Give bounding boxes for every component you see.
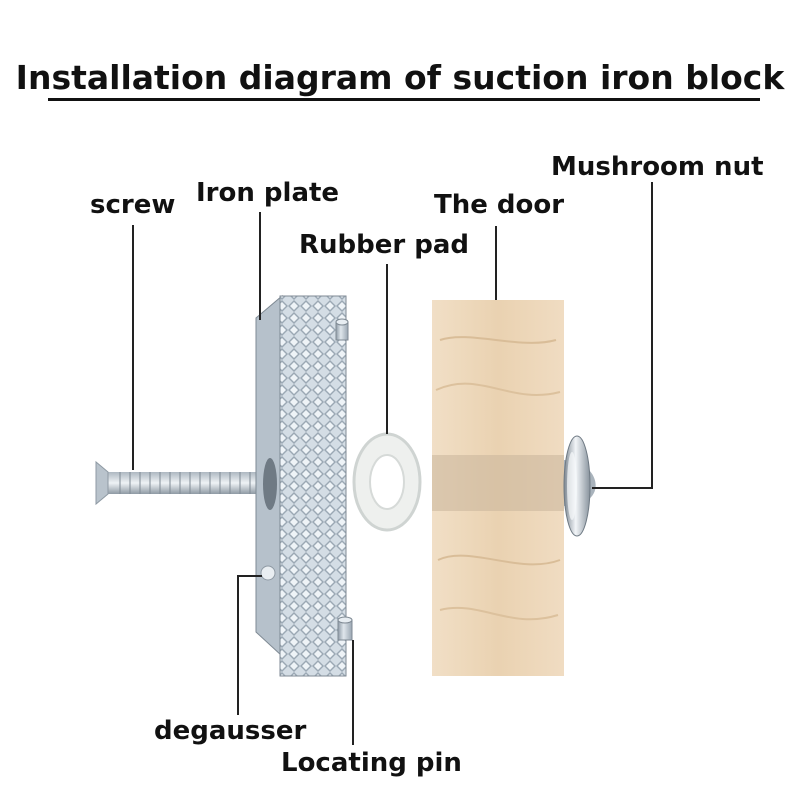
mushroom-nut-leader-line: [592, 182, 653, 489]
label-the-door: The door: [434, 190, 565, 220]
diagram-title: Installation diagram of suction iron blo…: [15, 58, 785, 97]
rubber-pad-illustration: [352, 432, 422, 532]
iron-plate-illustration: [255, 294, 347, 677]
label-rubber-pad: Rubber pad: [299, 230, 470, 260]
screw-illustration: [95, 460, 266, 506]
label-locating-pin: Locating pin: [281, 748, 462, 778]
degausser-leader-line: [237, 575, 262, 715]
label-degausser: degausser: [154, 716, 307, 746]
mushroom-nut-illustration: [563, 435, 596, 537]
door-panel: [432, 300, 564, 676]
label-screw: screw: [90, 190, 176, 220]
title-underline: [48, 98, 760, 101]
label-mushroom-nut: Mushroom nut: [551, 152, 764, 182]
locating-pins-illustration: [335, 318, 353, 641]
label-iron-plate: Iron plate: [196, 178, 340, 208]
